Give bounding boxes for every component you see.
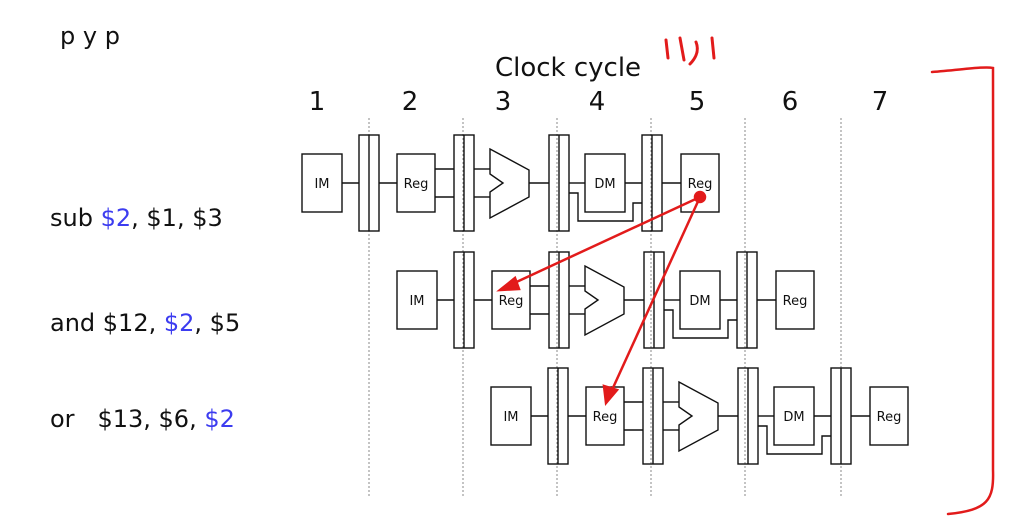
instruction-sub: sub $2, $1, $3 <box>50 204 223 232</box>
im-box <box>301 153 343 213</box>
forwarding-arrowhead-and <box>496 275 521 292</box>
cycle-number: 5 <box>689 87 706 117</box>
operand-text: , <box>131 204 147 232</box>
writeback-reg-box <box>869 386 909 446</box>
forwarding-annotation <box>496 190 707 407</box>
reg-box <box>491 270 531 330</box>
alu-shape <box>489 147 530 220</box>
instruction-opcode: or <box>50 405 98 433</box>
clock-cycle-title: Clock cycle <box>495 53 641 83</box>
writeback-reg-box <box>775 270 815 330</box>
operand-text: $6 <box>158 405 190 433</box>
cycle-numbers: 1 2 3 4 5 6 7 <box>309 87 889 117</box>
pipeline-row-0: IM Reg DM Reg <box>301 134 720 232</box>
writeback-reg-label: Reg <box>783 294 808 309</box>
writeback-reg-label: Reg <box>877 410 902 425</box>
top-cut-text: p y p <box>60 22 120 50</box>
operand-text: $5 <box>209 309 241 337</box>
im-box <box>490 386 532 446</box>
operand-text: $3 <box>192 204 223 232</box>
cycle-number: 2 <box>402 87 419 117</box>
reg-label: Reg <box>499 294 524 309</box>
writeback-reg-label: Reg <box>688 177 713 192</box>
cycle-number: 6 <box>782 87 799 117</box>
handwritten-scribble <box>664 36 716 66</box>
operand-text: $13 <box>97 405 144 433</box>
operand-text: , <box>176 204 193 232</box>
dm-label: DM <box>689 294 710 309</box>
dm-label: DM <box>594 177 615 192</box>
writeback-reg-box <box>680 153 720 213</box>
pipeline-row-2: IM Reg DM Reg <box>490 367 909 465</box>
highlighted-register: $2 <box>100 204 132 232</box>
instruction-opcode: and <box>50 309 103 337</box>
operand-text: , <box>194 309 210 337</box>
dm-bypass-wire <box>758 425 831 455</box>
dm-bypass-wire <box>569 192 642 222</box>
reg-label: Reg <box>593 410 618 425</box>
im-label: IM <box>314 177 329 192</box>
highlighted-register: $2 <box>204 405 235 433</box>
cycle-number: 3 <box>495 87 512 117</box>
cycle-dividers <box>368 118 842 498</box>
dm-label: DM <box>783 410 804 425</box>
operand-text: $1 <box>146 204 177 232</box>
pipeline-row-1: IM Reg DM Reg <box>396 251 815 349</box>
right-bracket <box>930 66 995 516</box>
cycle-number: 1 <box>309 87 326 117</box>
cycle-number: 7 <box>872 87 889 117</box>
alu-shape <box>584 264 625 337</box>
operand-text: , <box>189 405 205 433</box>
cycle-number: 4 <box>589 87 606 117</box>
im-label: IM <box>503 410 518 425</box>
dm-bypass-wire <box>664 309 737 339</box>
forwarding-arrowhead-or <box>602 384 620 407</box>
instruction-or: or $13, $6, $2 <box>50 405 235 433</box>
operand-text: , <box>148 309 164 337</box>
operand-text: , <box>143 405 159 433</box>
highlighted-register: $2 <box>163 309 195 337</box>
im-box <box>396 270 438 330</box>
reg-box <box>396 153 436 213</box>
im-label: IM <box>409 294 424 309</box>
instruction-and: and $12, $2, $5 <box>50 309 240 337</box>
alu-shape <box>678 380 719 453</box>
forwarding-arrow-to-or <box>610 196 702 391</box>
forwarding-arrow-to-and <box>509 195 701 287</box>
operand-text: $12 <box>102 309 149 337</box>
instruction-opcode: sub <box>50 204 101 232</box>
reg-label: Reg <box>404 177 429 192</box>
